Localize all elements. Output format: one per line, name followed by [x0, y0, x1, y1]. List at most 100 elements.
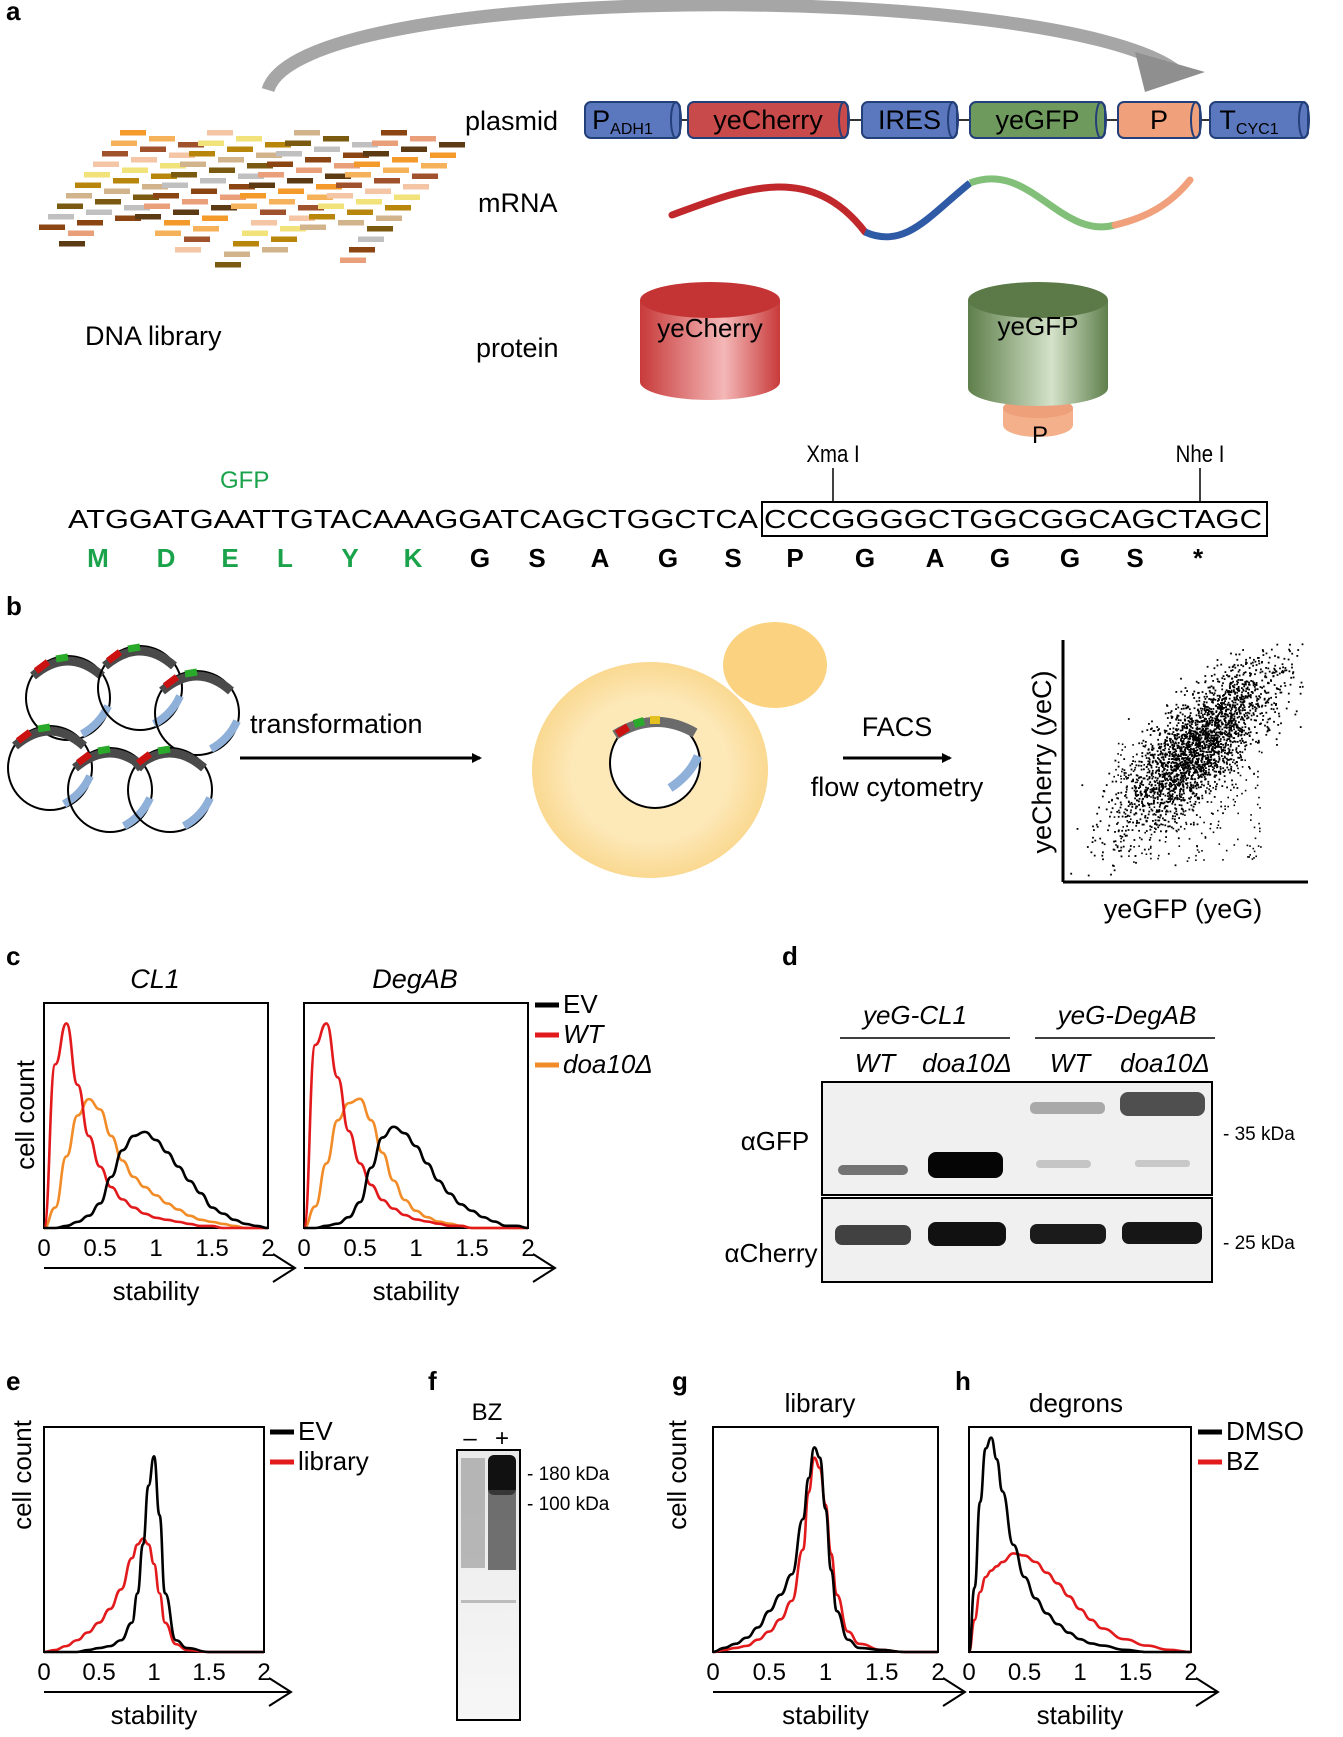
scatter-point: [1203, 720, 1206, 722]
scatter-point: [1176, 744, 1179, 747]
scatter-point: [1245, 779, 1248, 781]
scatter-point: [1226, 674, 1228, 676]
scatter-point: [1228, 751, 1231, 754]
scatter-point: [1136, 781, 1138, 784]
scatter-point: [1204, 738, 1207, 740]
scatter-point: [1182, 742, 1185, 745]
scatter-point: [1145, 765, 1148, 768]
scatter-point: [1176, 796, 1179, 799]
scatter-point: [1247, 692, 1250, 695]
scatter-point: [1207, 746, 1209, 749]
scatter-point: [1186, 723, 1189, 726]
scatter-point: [1134, 766, 1137, 769]
series-line: [303, 1125, 529, 1230]
scatter-point: [1126, 809, 1128, 812]
dna-fragment: [242, 230, 268, 236]
scatter-point: [1198, 740, 1201, 743]
scatter-point: [1222, 743, 1224, 746]
scatter-point: [1161, 773, 1164, 776]
scatter-point: [1292, 676, 1295, 679]
scatter-point: [1212, 719, 1215, 722]
scatter-point: [1169, 711, 1172, 714]
scatter-point: [1157, 754, 1160, 756]
scatter-point: [1182, 754, 1185, 756]
scatter-point: [1163, 819, 1166, 821]
scatter-point: [1189, 757, 1191, 760]
dna-fragment: [376, 215, 402, 221]
scatter-point: [1144, 741, 1147, 743]
scatter-point: [1227, 723, 1229, 725]
x-tick-label: 2: [257, 1659, 270, 1686]
scatter-point: [1217, 746, 1220, 748]
scatter-point: [1265, 667, 1267, 669]
scatter-point: [1113, 849, 1116, 851]
scatter-point: [1190, 735, 1193, 737]
scatter-point: [1171, 755, 1174, 757]
scatter-point: [1242, 703, 1244, 706]
scatter-point: [1126, 825, 1128, 828]
scatter-point: [1148, 751, 1151, 754]
scatter-point: [1099, 837, 1102, 840]
scatter-point: [1163, 749, 1166, 752]
scatter-point: [1300, 681, 1303, 684]
scatter-point: [1158, 728, 1160, 730]
scatter-point: [1139, 782, 1142, 785]
scatter-point: [1195, 743, 1197, 746]
scatter-point: [1226, 786, 1228, 789]
scatter-point: [1093, 854, 1096, 857]
scatter-point: [1259, 807, 1261, 809]
scatter-point: [1209, 716, 1212, 719]
scatter-point: [1139, 790, 1142, 793]
scatter-point: [1191, 743, 1193, 746]
scatter-point: [1243, 672, 1246, 674]
scatter-point: [1257, 704, 1260, 707]
scatter-point: [1245, 683, 1247, 686]
scatter-point: [1183, 752, 1186, 755]
lane-2-label: doa10Δ: [922, 1048, 1012, 1078]
scatter-point: [1164, 779, 1167, 782]
scatter-point: [1178, 783, 1181, 785]
scatter-point: [1159, 753, 1162, 755]
scatter-point: [1182, 764, 1185, 767]
plasmid-pool: [7, 643, 241, 833]
scatter-point: [1159, 747, 1162, 750]
scatter-point: [1195, 783, 1198, 786]
scatter-point: [1173, 742, 1176, 745]
scatter-point: [1212, 699, 1214, 702]
scatter-point: [1221, 704, 1223, 706]
scatter-point: [1166, 704, 1168, 707]
scatter-point: [1176, 830, 1178, 833]
scatter-point: [1285, 669, 1288, 672]
scatter-point: [1239, 753, 1241, 756]
scatter-point: [1177, 778, 1179, 781]
scatter-point: [1168, 761, 1171, 764]
scatter-point: [1158, 790, 1161, 793]
scatter-point: [1216, 765, 1219, 768]
scatter-point: [1158, 810, 1160, 813]
scatter-point: [1249, 854, 1251, 856]
scatter-point: [1154, 771, 1157, 774]
scatter-point: [1184, 704, 1187, 707]
scatter-point: [1188, 749, 1190, 751]
dna-fragment: [182, 199, 208, 205]
scatter-point: [1123, 769, 1126, 772]
dna-fragment: [122, 167, 148, 173]
scatter-point: [1177, 715, 1180, 717]
scatter-point: [1225, 739, 1228, 742]
scatter-point: [1142, 809, 1145, 811]
scatter-point: [1117, 830, 1120, 833]
scatter-point: [1187, 764, 1190, 767]
scatter-point: [1164, 740, 1167, 743]
scatter-point: [1218, 755, 1220, 758]
yecherry-protein-icon: yeCherry: [640, 282, 780, 400]
scatter-point: [1257, 741, 1259, 744]
lane-4-label: doa10Δ: [1120, 1048, 1210, 1078]
scatter-point: [1179, 779, 1182, 782]
scatter-point: [1108, 801, 1110, 803]
scatter-point: [1214, 728, 1217, 731]
scatter-point: [1210, 712, 1213, 714]
scatter-point: [1205, 692, 1207, 695]
series-line: [303, 1097, 528, 1230]
bz-title: BZ: [472, 1399, 503, 1426]
scatter-point: [1181, 750, 1184, 753]
